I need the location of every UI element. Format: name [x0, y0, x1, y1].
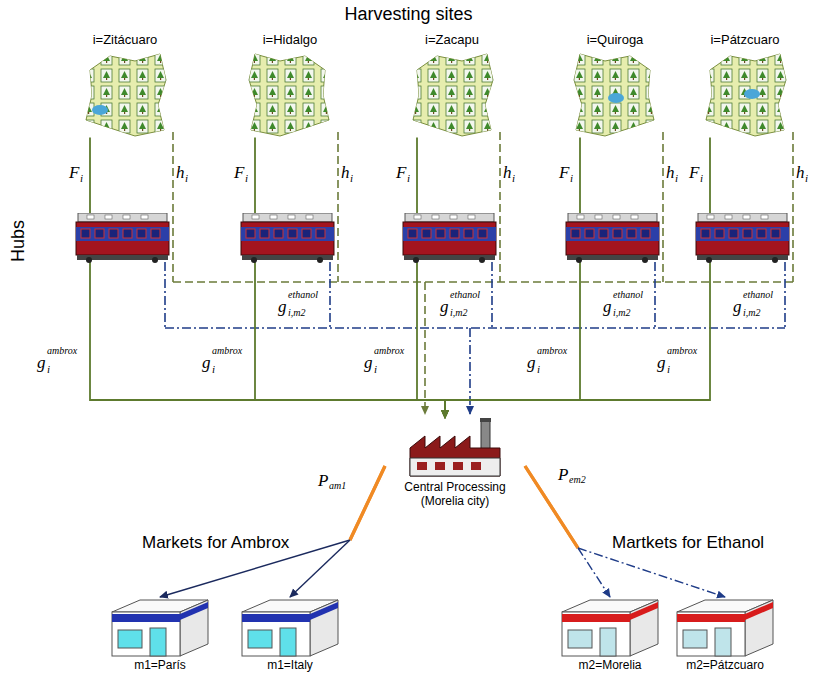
node-label: m2=Pátzcuaro: [669, 658, 781, 672]
market-group-label: Martkets for Ethanol: [612, 534, 764, 551]
market-building: [110, 598, 210, 658]
flow-connector: [160, 466, 385, 597]
flow-symbol: h: [666, 164, 675, 181]
flow-subscript: i: [667, 364, 670, 375]
node-label: i=Zacapu: [399, 32, 505, 48]
flow-symbol: F: [396, 164, 406, 181]
flow-subscript: i: [80, 173, 83, 184]
flow-superscript: ambrox: [212, 346, 242, 356]
flow-subscript: i: [245, 173, 248, 184]
flow-superscript: ambrox: [374, 346, 404, 356]
flow-symbol: h: [796, 164, 805, 181]
flow-connector: [255, 138, 445, 418]
flow-symbol: g: [202, 354, 211, 371]
flow-symbol: g: [657, 354, 666, 371]
flow-superscript: ambrox: [537, 346, 567, 356]
flow-superscript: ethanol: [743, 290, 773, 300]
flow-symbol: g: [364, 354, 373, 371]
flow-subscript: i,m2: [288, 308, 306, 318]
flow-superscript: ambrox: [47, 346, 77, 356]
flow-symbol: g: [733, 298, 742, 315]
flow-connector: [525, 466, 725, 597]
flow-symbol: h: [341, 164, 350, 181]
harvesting-site: i=Quiroga: [562, 32, 668, 138]
node-label: Central Processing (Morelia city): [395, 480, 515, 509]
flow-subscript: am1: [329, 481, 346, 491]
flow-symbol: F: [689, 164, 699, 181]
flow-symbol: g: [37, 354, 46, 371]
flow-subscript: i: [570, 173, 573, 184]
node-label: m2=Morelia: [554, 658, 666, 672]
harvesting-site: i=Zacapu: [399, 32, 505, 138]
flow-connector: [445, 138, 710, 418]
harvesting-site: i=Pátzcuaro: [692, 32, 798, 138]
flow-subscript: i,m2: [613, 308, 631, 318]
node-label: m1=París: [104, 658, 216, 672]
flow-symbol: F: [69, 164, 79, 181]
harvesting-site: i=Zitácuaro: [72, 32, 178, 138]
flow-superscript: ethanol: [450, 290, 480, 300]
market-building: [560, 598, 660, 658]
market-building: [675, 598, 775, 658]
flow-symbol: g: [603, 298, 612, 315]
flow-subscript: i,m2: [743, 308, 761, 318]
flow-connector: [290, 466, 385, 597]
site-map: [407, 50, 497, 138]
node-label: i=Zitácuaro: [72, 32, 178, 48]
flow-symbol: P: [318, 472, 328, 489]
flow-subscript: i: [374, 364, 377, 375]
diagram-title: Harvesting sites: [0, 5, 817, 23]
flow-superscript: ambrox: [667, 346, 697, 356]
flow-subscript: i: [512, 173, 515, 184]
flow-connector: [90, 138, 445, 418]
market-node: m2=Morelia: [554, 598, 666, 672]
flow-subscript: i: [537, 364, 540, 375]
market-building: [240, 598, 340, 658]
flow-symbol: h: [176, 164, 185, 181]
factory-icon: [405, 418, 505, 480]
flow-subscript: i: [805, 173, 808, 184]
market-group-label: Markets for Ambrox: [142, 534, 289, 551]
flow-subscript: em2: [569, 475, 586, 485]
flow-subscript: i: [185, 173, 188, 184]
flow-subscript: i: [700, 173, 703, 184]
flow-superscript: ethanol: [613, 290, 643, 300]
flow-symbol: F: [234, 164, 244, 181]
processing-plant: Central Processing (Morelia city): [385, 418, 525, 509]
market-node: m1=Italy: [234, 598, 346, 672]
node-label: m1=Italy: [234, 658, 346, 672]
flow-connector: [445, 138, 580, 418]
flow-symbol: P: [558, 466, 568, 483]
market-node: m1=París: [104, 598, 216, 672]
market-node: m2=Pátzcuaro: [669, 598, 781, 672]
flow-subscript: i,m2: [450, 308, 468, 318]
node-label: i=Hidalgo: [237, 32, 343, 48]
flow-symbol: h: [503, 164, 512, 181]
flow-subscript: i: [675, 173, 678, 184]
flow-symbol: g: [440, 298, 449, 315]
flow-subscript: i: [350, 173, 353, 184]
flow-subscript: i: [47, 364, 50, 375]
site-map: [570, 50, 660, 138]
node-label: i=Pátzcuaro: [692, 32, 798, 48]
flow-symbol: g: [278, 298, 287, 315]
flow-subscript: i: [407, 173, 410, 184]
flow-symbol: g: [527, 354, 536, 371]
flow-connector: [525, 466, 610, 597]
site-map: [700, 50, 790, 138]
harvesting-site: i=Hidalgo: [237, 32, 343, 138]
site-map: [245, 50, 335, 138]
site-map: [80, 50, 170, 138]
hubs-label: Hubs: [9, 211, 27, 271]
node-label: i=Quiroga: [562, 32, 668, 48]
flow-symbol: F: [559, 164, 569, 181]
flow-connector: [417, 138, 445, 418]
flow-subscript: i: [212, 364, 215, 375]
flow-superscript: ethanol: [288, 290, 318, 300]
